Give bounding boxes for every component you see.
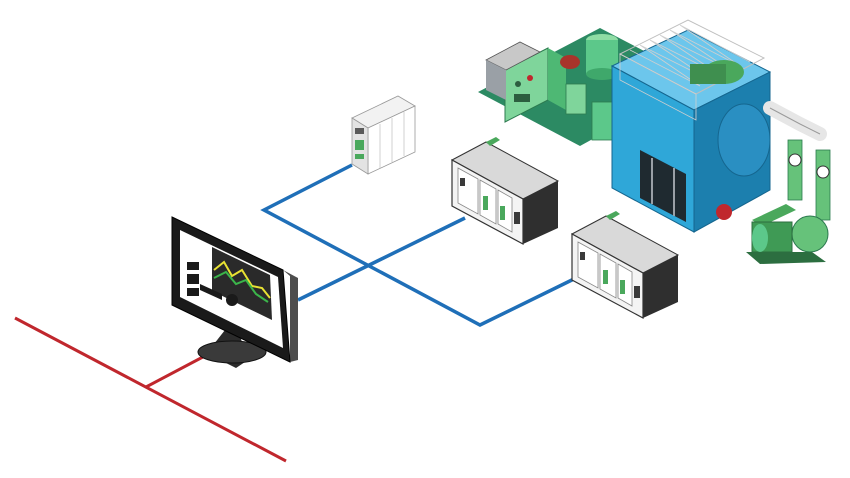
server-unit [351, 95, 416, 175]
controller-upper [450, 137, 560, 246]
process-plant [478, 19, 772, 233]
fieldbus-backbone [14, 316, 287, 463]
pump-icon [746, 101, 831, 264]
compressor-plant-icon [478, 19, 772, 233]
link-server-to-lower-controller [260, 163, 579, 327]
network-links [260, 163, 579, 327]
controller-lower [570, 211, 680, 320]
controller-module-icon [570, 211, 680, 320]
monitor-trend-display-icon [187, 247, 272, 320]
link-monitor-to-upper-controller [297, 216, 466, 302]
pump-assembly [746, 101, 831, 264]
server-box-icon [351, 95, 416, 175]
operator-monitor [171, 216, 298, 368]
controller-module-icon [450, 137, 560, 246]
monitor-base [197, 340, 267, 364]
